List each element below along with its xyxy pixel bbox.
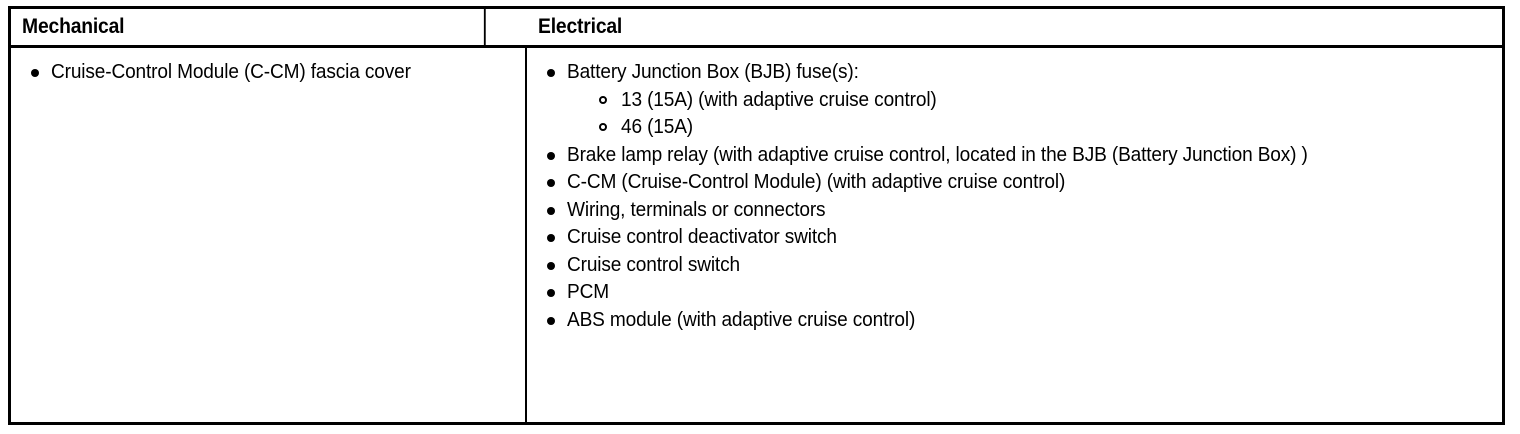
cell-electrical: Battery Junction Box (BJB) fuse(s): 13 (… [527,48,1502,422]
column-header-electrical: Electrical [527,9,1424,45]
column-header-mechanical-label: Mechanical [22,15,125,38]
symptom-chart-table: Mechanical Electrical Cruise-Control Mod… [8,6,1505,425]
list-item: Cruise control deactivator switch [533,223,1496,251]
list-item: Cruise control switch [533,251,1496,279]
list-item: Brake lamp relay (with adaptive cruise c… [533,141,1496,169]
electrical-list: Battery Junction Box (BJB) fuse(s): 13 (… [533,58,1496,333]
list-item-label: ABS module (with adaptive cruise control… [567,307,916,331]
list-item-label: Brake lamp relay (with adaptive cruise c… [567,142,1308,166]
list-item-label: Wiring, terminals or connectors [567,197,826,221]
electrical-sublist: 13 (15A) (with adaptive cruise control) … [567,86,1496,141]
table-body-row: Cruise-Control Module (C-CM) fascia cove… [11,48,1502,422]
list-item-label: Cruise-Control Module (C-CM) fascia cove… [51,60,411,83]
list-subitem-label: 46 (15A) [621,115,694,138]
list-item-label: Battery Junction Box (BJB) fuse(s): [567,60,859,83]
column-header-mechanical: Mechanical [11,9,486,45]
cell-mechanical: Cruise-Control Module (C-CM) fascia cove… [11,48,527,422]
list-item: Wiring, terminals or connectors [533,196,1496,224]
list-item: Battery Junction Box (BJB) fuse(s): 13 (… [533,58,1496,141]
list-item-label: Cruise control deactivator switch [567,225,837,248]
column-header-electrical-label: Electrical [538,15,623,38]
list-item: C-CM (Cruise-Control Module) (with adapt… [533,168,1496,196]
list-item-label: PCM [567,280,609,303]
list-item: ABS module (with adaptive cruise control… [533,306,1496,334]
mechanical-list: Cruise-Control Module (C-CM) fascia cove… [17,58,519,86]
list-subitem: 13 (15A) (with adaptive cruise control) [593,86,1496,114]
list-subitem: 46 (15A) [593,113,1496,141]
list-item: PCM [533,278,1496,306]
list-item-label: Cruise control switch [567,252,740,276]
list-item-label: C-CM (Cruise-Control Module) (with adapt… [567,170,1066,193]
table-header-row: Mechanical Electrical [11,9,1502,48]
list-item: Cruise-Control Module (C-CM) fascia cove… [17,58,519,86]
list-subitem-label: 13 (15A) (with adaptive cruise control) [621,87,937,111]
